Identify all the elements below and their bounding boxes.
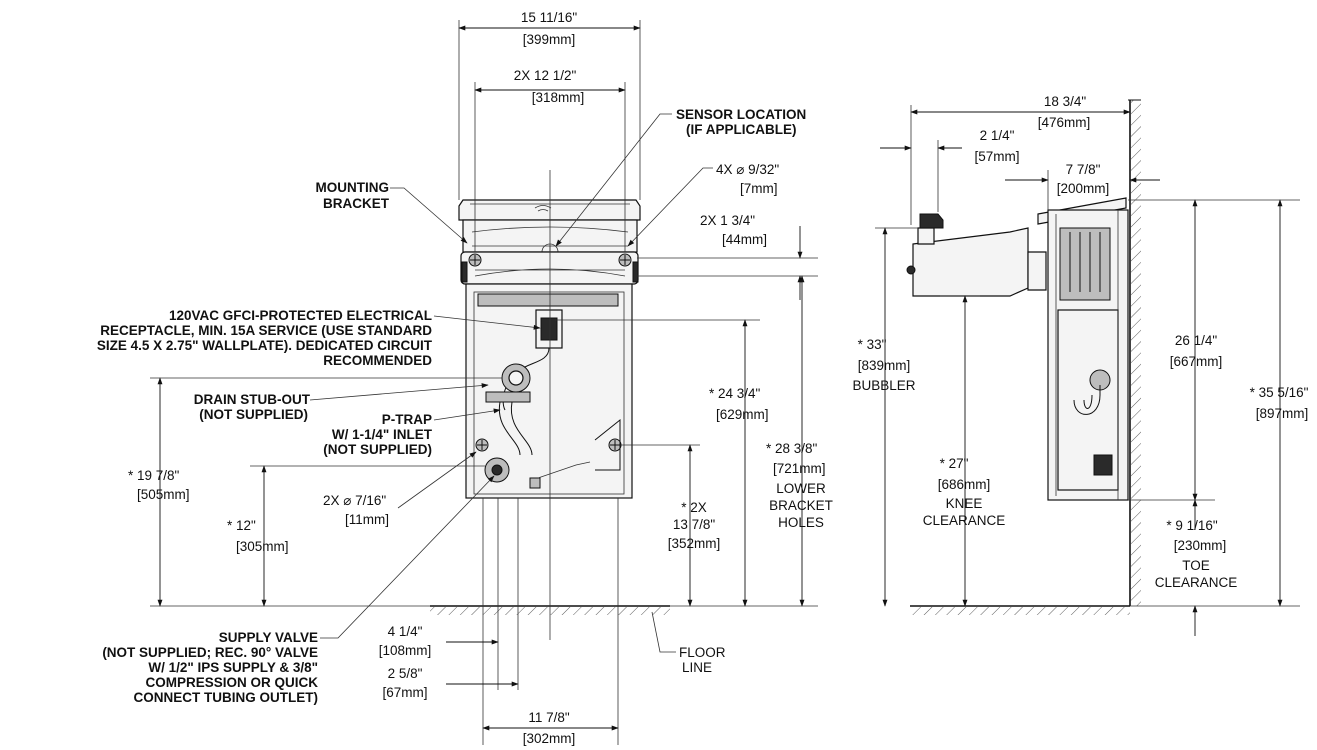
label-lower-bracket-3: HOLES [778, 515, 824, 530]
dim-cabinet-height-mm: [667mm] [1170, 354, 1223, 369]
label-supply-valve-2: (NOT SUPPLIED; REC. 90° VALVE [102, 645, 318, 660]
dim-receptacle-height-mm: [629mm] [716, 407, 769, 422]
dim-lower-bracket-height-mm: [721mm] [773, 461, 826, 476]
dim-toe-clearance: * 9 1/16" [1166, 518, 1218, 533]
dim-cabinet-depth: 7 7/8" [1066, 162, 1101, 177]
label-bubbler: BUBBLER [852, 378, 915, 393]
dim-supply-height-mm: [305mm] [236, 539, 289, 554]
dim-lower-hole-height-2: 13 7/8" [673, 517, 716, 532]
dim-knee-clearance-mm: [686mm] [938, 477, 991, 492]
label-electrical-4: RECOMMENDED [323, 353, 432, 368]
dim-bubbler-offset: 2 1/4" [980, 128, 1015, 143]
label-lower-bracket-2: BRACKET [769, 498, 833, 513]
dim-drain-height: * 19 7/8" [128, 468, 180, 483]
fountain-basin [458, 199, 641, 261]
dim-cabinet-height: 26 1/4" [1175, 333, 1218, 348]
label-toe-clearance: CLEARANCE [1155, 575, 1238, 590]
dim-lower-bracket-height: * 28 3/8" [766, 441, 818, 456]
dim-mount-holes: 4X ⌀ 9/32" [716, 162, 779, 177]
label-lower-bracket-1: LOWER [776, 481, 826, 496]
dim-supply-offset: 4 1/4" [388, 624, 423, 639]
dim-overall-depth-mm: [476mm] [1038, 115, 1091, 130]
dim-drain-height-mm: [505mm] [137, 487, 190, 502]
label-mounting-bracket: MOUNTING [316, 180, 390, 195]
side-view: 18 3/4" [476mm] 2 1/4" [57mm] 7 7/8" [20… [852, 94, 1309, 636]
front-leaders [309, 113, 713, 653]
dim-bubbler-offset-mm: [57mm] [974, 149, 1019, 164]
dim-toe-clearance-mm: [230mm] [1174, 538, 1227, 553]
dim-bubbler-height: * 33" [858, 337, 887, 352]
side-wall [910, 99, 1141, 615]
dim-cabinet-depth-mm: [200mm] [1057, 181, 1110, 196]
dim-bracket-spacing: 2X 12 1/2" [514, 68, 577, 83]
front-cabinet [465, 283, 633, 499]
mounting-bracket [460, 251, 639, 285]
label-floor-line-2: LINE [682, 660, 712, 675]
label-knee: KNEE [946, 496, 983, 511]
dim-bracket-offset: 2X 1 3/4" [700, 213, 755, 228]
label-toe: TOE [1182, 558, 1210, 573]
dim-total-height: * 35 5/16" [1250, 385, 1309, 400]
front-view: 15 11/16" [399mm] 2X 12 1/2" [318mm] SEN… [97, 10, 833, 746]
front-dimension-arrows [157, 25, 805, 731]
label-supply-valve-1: SUPPLY VALVE [219, 630, 318, 645]
dim-bracket-offset-mm: [44mm] [722, 232, 767, 247]
label-sensor-location-2: (IF APPLICABLE) [686, 122, 797, 137]
dim-base-width-mm: [302mm] [523, 731, 576, 746]
dim-supply-offset-mm: [108mm] [379, 643, 432, 658]
dim-total-height-mm: [897mm] [1256, 406, 1309, 421]
dim-lower-holes-mm: [11mm] [345, 512, 389, 527]
dim-overall-width: 15 11/16" [521, 10, 578, 25]
dim-overall-depth: 18 3/4" [1044, 94, 1087, 109]
label-p-trap-2: W/ 1-1/4" INLET [332, 427, 433, 442]
label-p-trap: P-TRAP [382, 412, 432, 427]
dim-bubbler-height-mm: [839mm] [858, 358, 911, 373]
label-p-trap-3: (NOT SUPPLIED) [323, 442, 432, 457]
dim-receptacle-height: * 24 3/4" [709, 386, 761, 401]
side-extension-lines [875, 105, 1300, 607]
dim-supply-height: * 12" [227, 518, 256, 533]
front-extension-lines [150, 20, 818, 745]
label-supply-valve-3: W/ 1/2" IPS SUPPLY & 3/8" [148, 660, 318, 675]
dim-base-width: 11 7/8" [528, 710, 570, 725]
label-electrical-3: SIZE 4.5 X 2.75" WALLPLATE). DEDICATED C… [97, 338, 433, 353]
dim-drain-offset: 2 5/8" [388, 666, 423, 681]
side-fountain [906, 197, 1129, 501]
label-mounting-bracket-2: BRACKET [323, 196, 390, 211]
dim-lower-hole-height-mm: [352mm] [668, 536, 721, 551]
label-sensor-location: SENSOR LOCATION [676, 107, 806, 122]
dim-knee-clearance: * 27" [940, 456, 969, 471]
dim-lower-hole-height: * 2X [681, 500, 707, 515]
dim-mount-holes-mm: [7mm] [740, 181, 778, 196]
label-electrical-1: 120VAC GFCI-PROTECTED ELECTRICAL [169, 308, 432, 323]
side-dimension-arrows [880, 109, 1283, 636]
dim-overall-width-mm: [399mm] [523, 32, 576, 47]
label-drain-stub: DRAIN STUB-OUT [194, 392, 311, 407]
label-supply-valve-4: COMPRESSION OR QUICK [145, 675, 318, 690]
label-electrical-2: RECEPTACLE, MIN. 15A SERVICE (USE STANDA… [100, 323, 432, 338]
front-text: 15 11/16" [399mm] 2X 12 1/2" [318mm] SEN… [97, 10, 833, 746]
label-floor-line: FLOOR [679, 645, 726, 660]
label-drain-stub-2: (NOT SUPPLIED) [199, 407, 308, 422]
dim-bracket-spacing-mm: [318mm] [532, 90, 585, 105]
label-supply-valve-5: CONNECT TUBING OUTLET) [134, 690, 319, 705]
dim-drain-offset-mm: [67mm] [382, 685, 427, 700]
dim-lower-holes: 2X ⌀ 7/16" [323, 493, 386, 508]
side-text: 18 3/4" [476mm] 2 1/4" [57mm] 7 7/8" [20… [852, 94, 1308, 590]
label-knee-clearance: CLEARANCE [923, 513, 1006, 528]
